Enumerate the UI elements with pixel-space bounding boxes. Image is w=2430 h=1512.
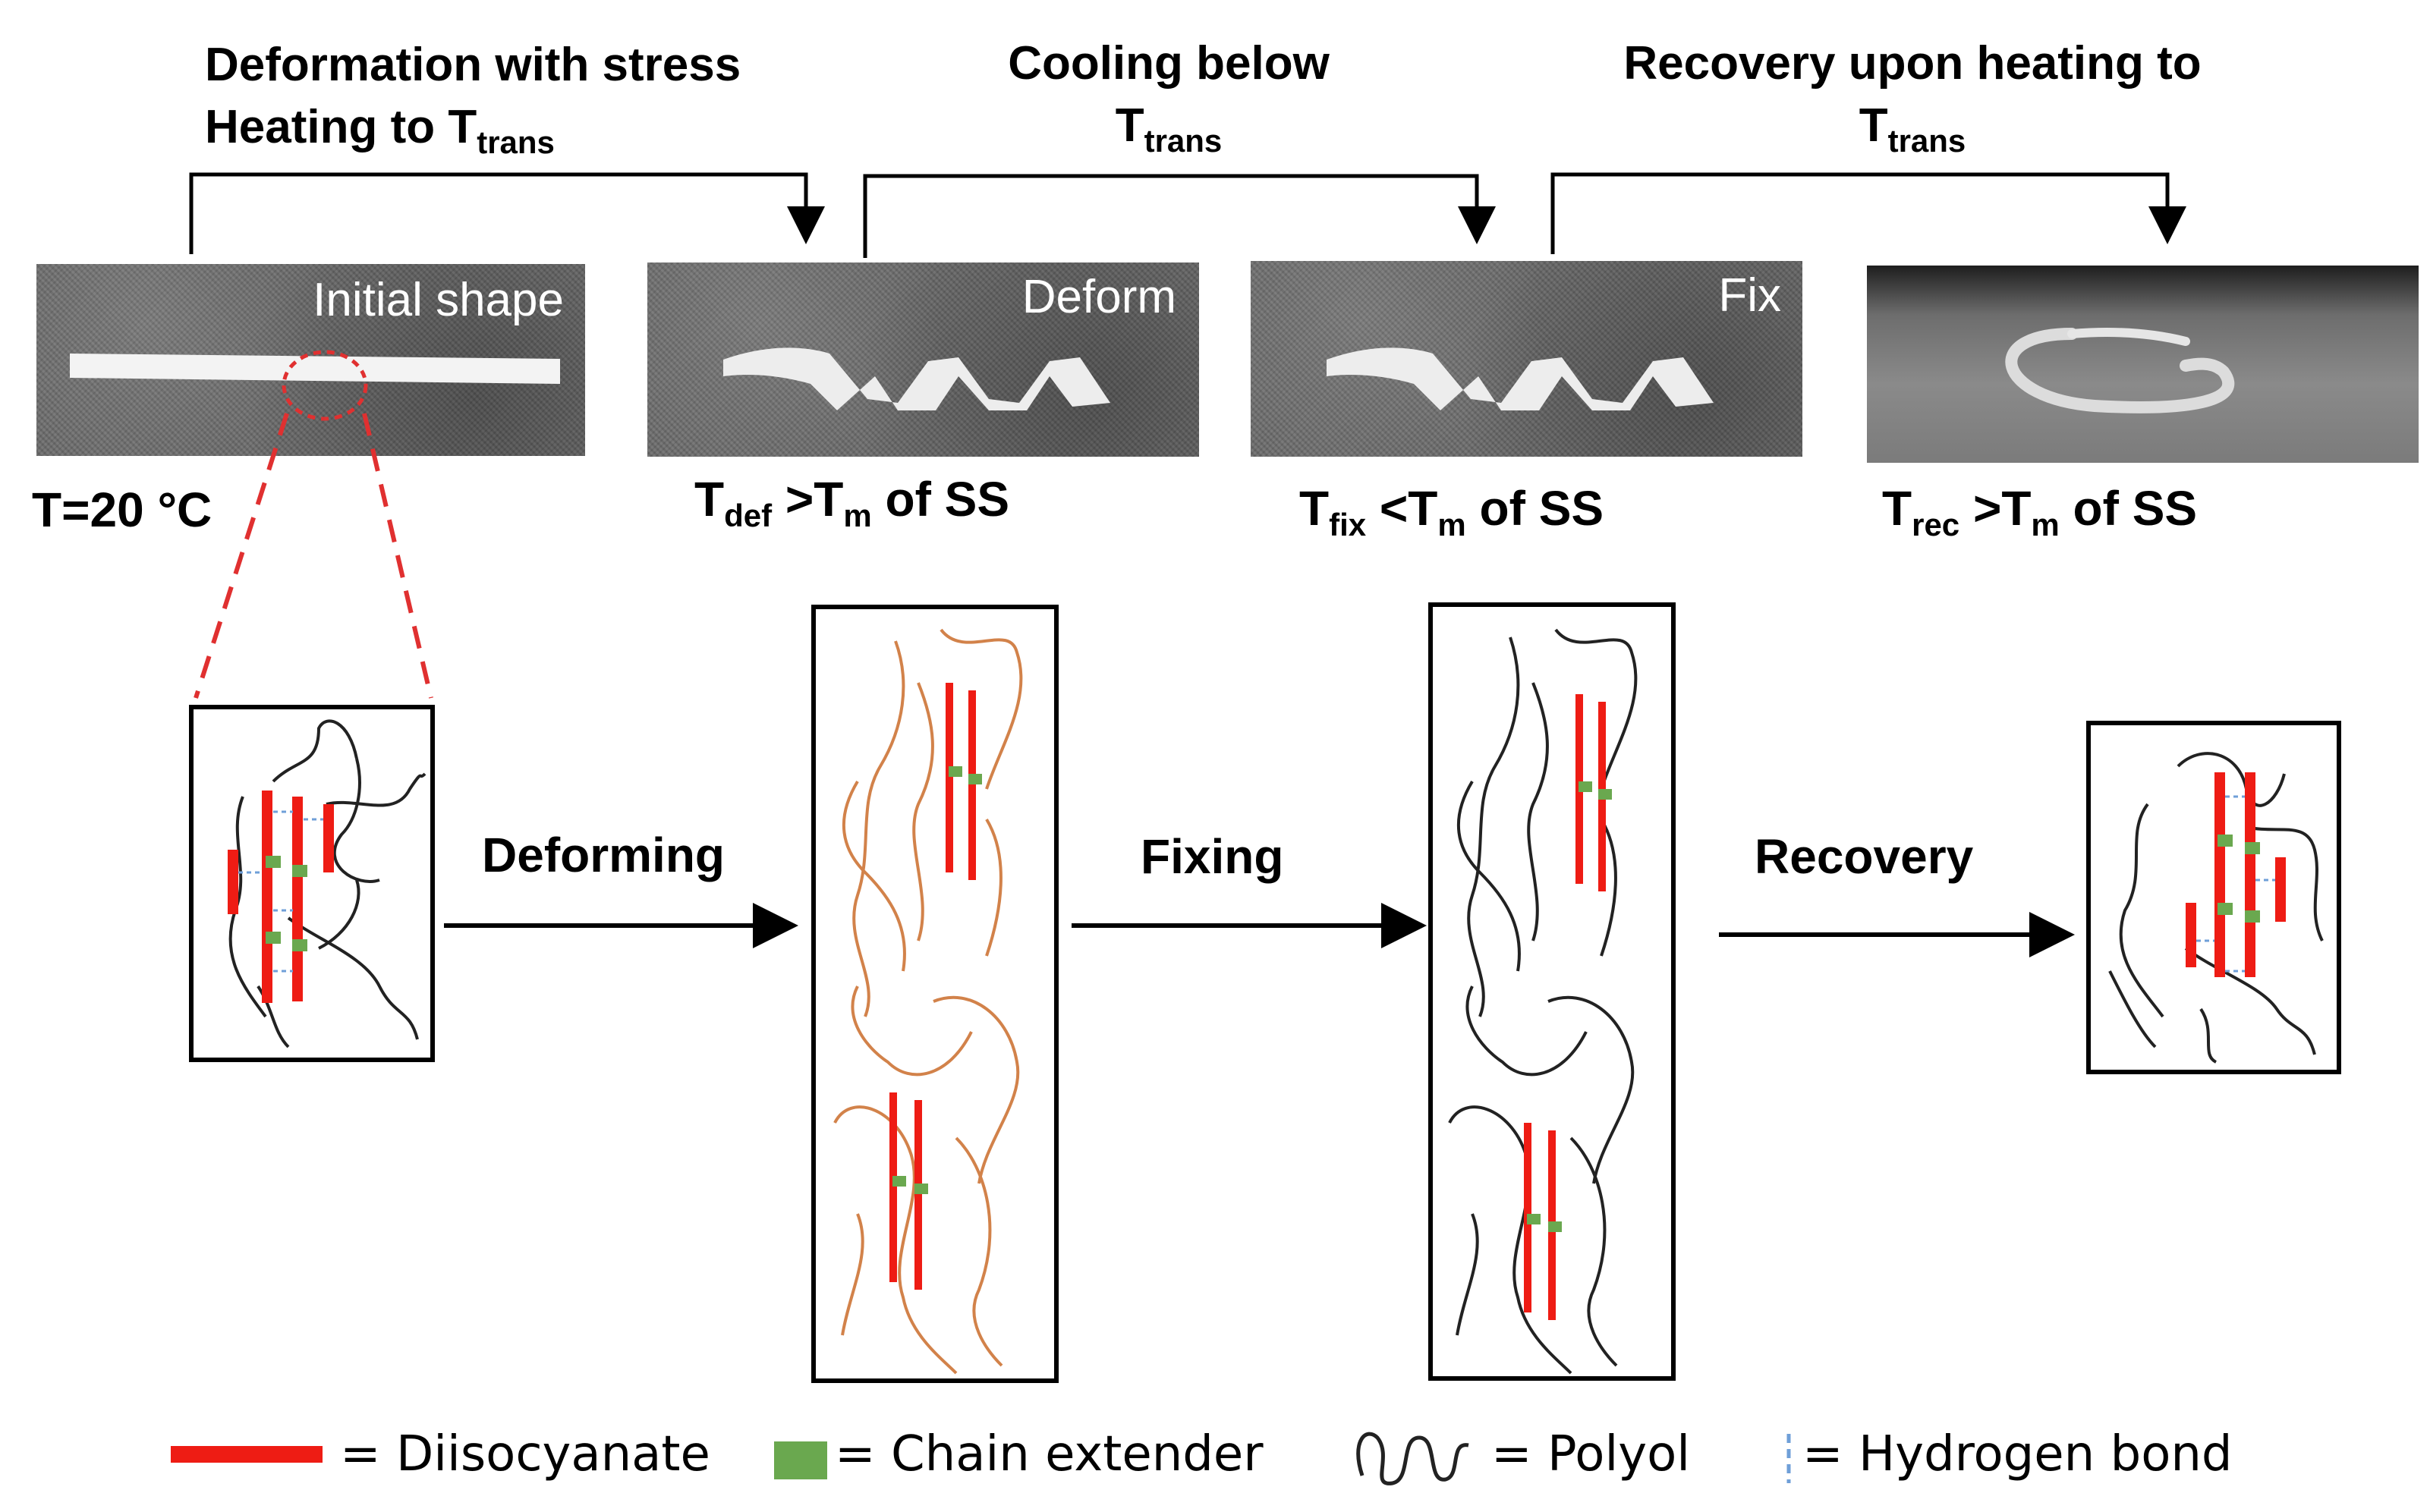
photo-deform: Deform [647, 262, 1199, 457]
microstructure-fixed [1428, 602, 1676, 1381]
zoom-circle [282, 350, 368, 421]
photo-label-deform: Deform [1021, 271, 1176, 323]
step-label-fixing: Fixing [1141, 829, 1284, 884]
header-cooling: Cooling below Ttrans [941, 33, 1396, 157]
polyol-icon [1356, 1432, 1469, 1485]
bracket-arrow-1 [189, 172, 825, 254]
legend-polyol: = Polyol [1491, 1426, 1691, 1482]
header-cooling-line2: Ttrans [1115, 99, 1223, 159]
strip-helix-deform [723, 347, 1110, 410]
bracket-arrow-2 [863, 174, 1496, 258]
microstructure-initial [189, 705, 435, 1062]
header-deformation-line2: Heating to Ttrans [205, 101, 555, 160]
photo-initial-shape: Initial shape [36, 264, 585, 456]
photo-fix: Fix [1251, 261, 1802, 457]
zoom-line-left [194, 413, 289, 699]
header-recovery-line2: Ttrans [1859, 99, 1966, 159]
header-recovery: Recovery upon heating to Ttrans [1563, 33, 2262, 157]
step-label-recovery: Recovery [1755, 829, 1974, 884]
temp-fix: Tfix <Tm of SS [1299, 481, 1604, 542]
strip-helix-fix [1327, 347, 1714, 410]
photo-recovery [1867, 266, 2419, 463]
header-deformation-line1: Deformation with stress [205, 39, 741, 91]
legend-chain-extender-swatch [774, 1441, 827, 1479]
photo-label-fix: Fix [1718, 269, 1781, 322]
microstructure-recovered [2086, 721, 2341, 1074]
strip-straight [70, 354, 560, 384]
header-deformation: Deformation with stress Heating to Ttran… [205, 34, 741, 159]
legend-diisocyanate: = Diisocyanate [340, 1426, 710, 1482]
zoom-line-right [362, 413, 433, 699]
bracket-arrow-3 [1550, 172, 2186, 254]
legend-diisocyanate-swatch [171, 1446, 323, 1463]
header-recovery-line1: Recovery upon heating to [1623, 37, 2202, 90]
header-cooling-line1: Cooling below [1008, 37, 1330, 90]
step-label-deforming: Deforming [482, 828, 725, 882]
legend-hydrogen-bond: = Hydrogen bond [1802, 1426, 2233, 1482]
temp-deform: Tdef >Tm of SS [694, 472, 1010, 533]
strip-recovered-arc [2005, 328, 2235, 413]
legend-chain-extender: = Chain extender [835, 1426, 1264, 1482]
photo-label-initial: Initial shape [313, 274, 564, 326]
microstructure-deformed [811, 605, 1059, 1383]
temp-recovery: Trec >Tm of SS [1882, 481, 2198, 542]
temp-initial: T=20 °C [32, 483, 212, 537]
